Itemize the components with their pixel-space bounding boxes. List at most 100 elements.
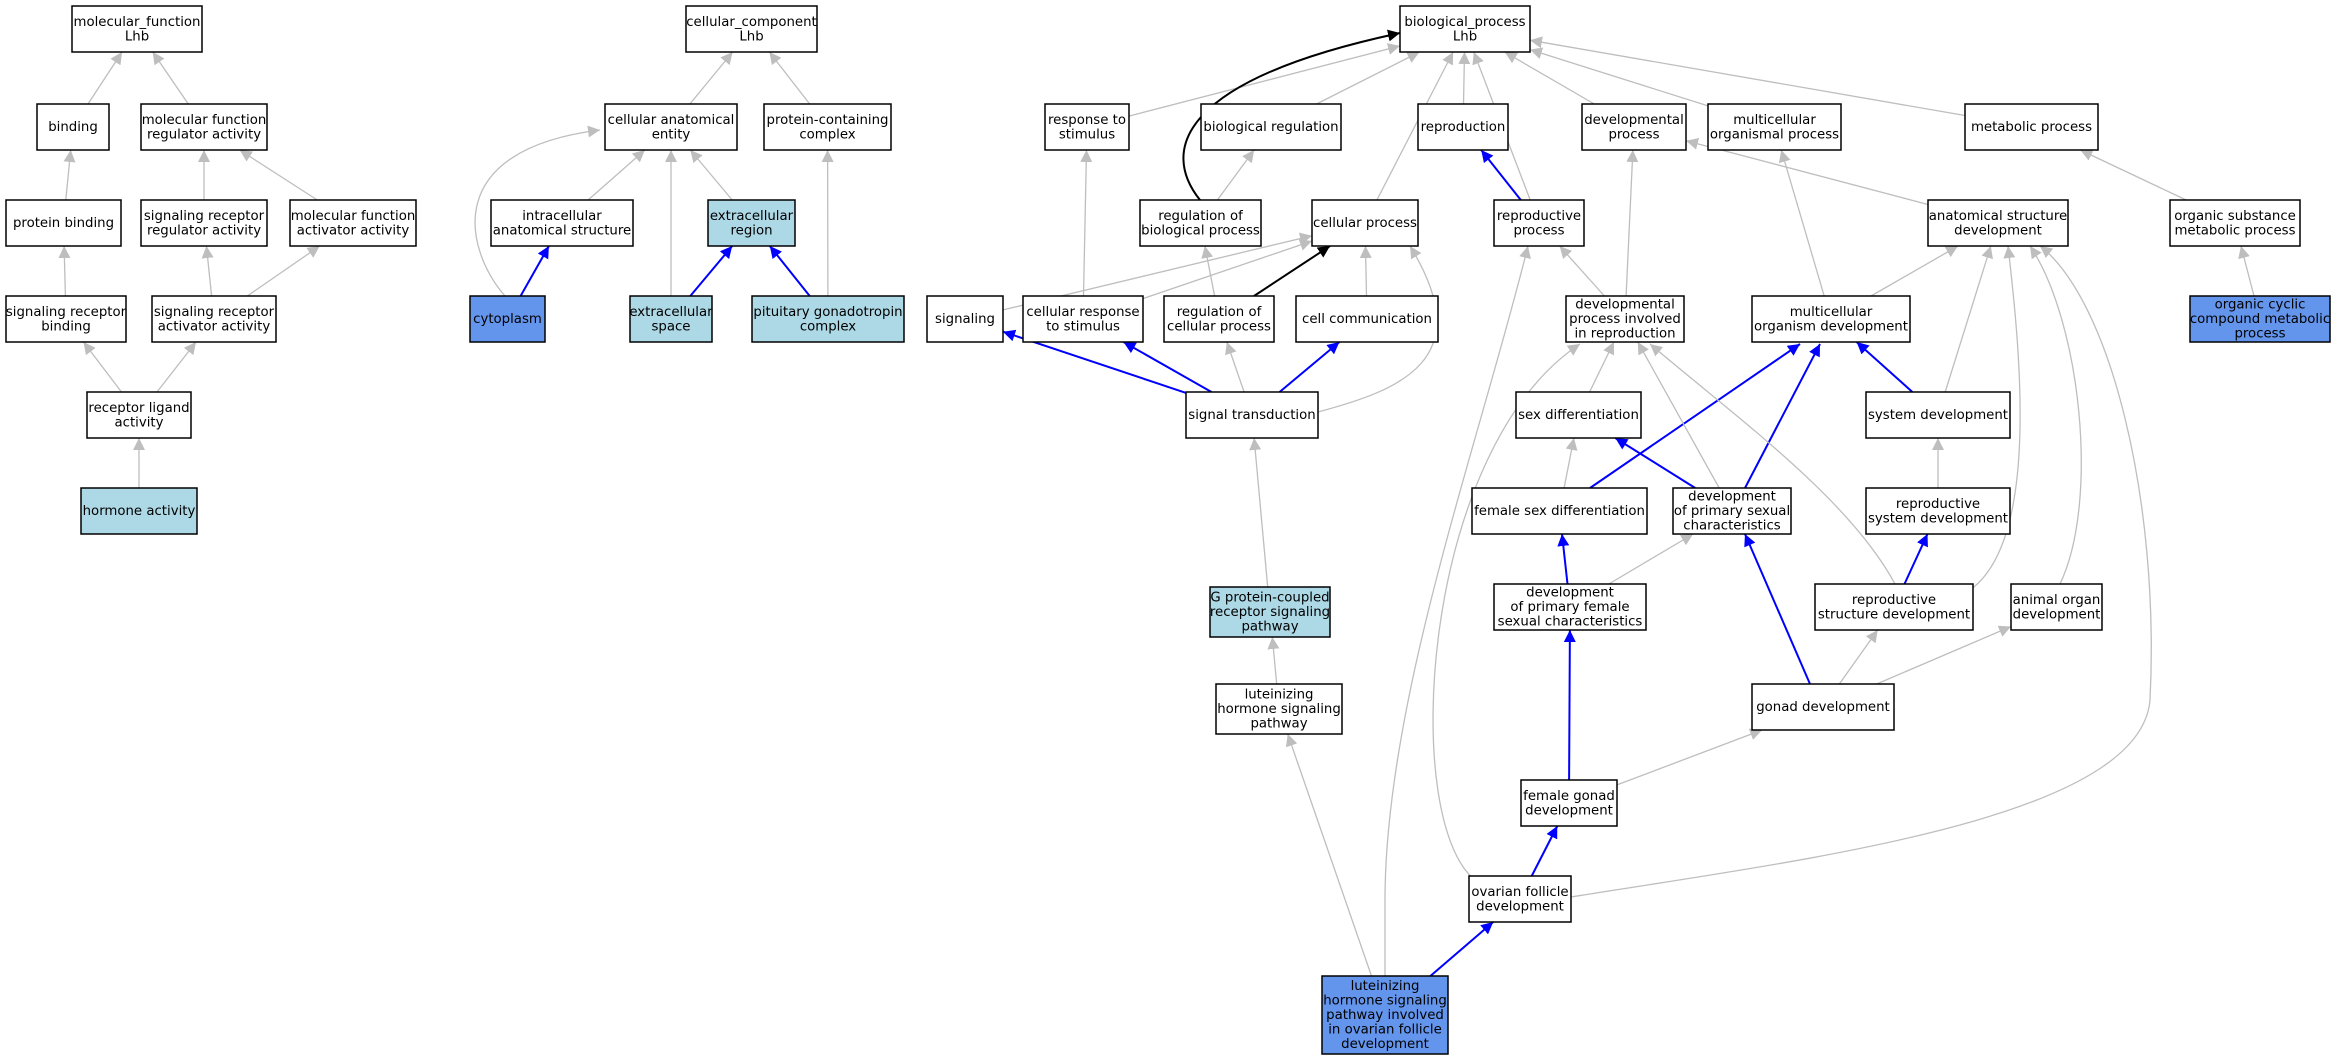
node-label-line: cell communication bbox=[1302, 312, 1432, 327]
edge-dpir-to-reprop bbox=[1559, 245, 1605, 297]
node-box bbox=[1022, 295, 1144, 343]
node-label-line: development bbox=[1526, 586, 1614, 601]
edge-rbp-to-breg bbox=[1216, 149, 1255, 201]
edge-ias-to-cae bbox=[587, 149, 646, 201]
node-box bbox=[1215, 683, 1343, 735]
node-metab: metabolic process bbox=[1964, 103, 2099, 151]
node-label-line: animal organ bbox=[2013, 593, 2101, 608]
edge-dpsc-to-sexdiff bbox=[1614, 437, 1696, 489]
node-box bbox=[1515, 391, 1642, 439]
node-box bbox=[1295, 295, 1439, 343]
node-label-line: pathway bbox=[1250, 717, 1307, 732]
node-hormone: hormone activity bbox=[80, 487, 198, 535]
node-label-line: reproduction bbox=[1421, 120, 1506, 135]
node-label-line: structure development bbox=[1818, 607, 1970, 622]
node-label-line: space bbox=[651, 319, 690, 334]
node-box bbox=[1865, 487, 2011, 535]
node-label-line: cellular process bbox=[1313, 216, 1417, 231]
node-box bbox=[469, 295, 546, 343]
edge-fsd-to-sexdiff bbox=[1563, 437, 1578, 489]
edge-rstd-to-asd bbox=[1969, 245, 2021, 591]
node-label-line: pathway involved bbox=[1326, 1008, 1444, 1023]
node-label-line: regulator activity bbox=[147, 127, 261, 142]
node-label-line: extracellular bbox=[710, 209, 794, 224]
node-box bbox=[2169, 199, 2301, 247]
edge-crs-to-rts bbox=[1080, 149, 1093, 297]
node-label-line: G protein-coupled bbox=[1210, 591, 1329, 606]
node-box bbox=[1581, 103, 1687, 151]
edge-cyto-to-cae bbox=[474, 125, 601, 297]
node-box bbox=[1399, 5, 1531, 53]
node-label-line: activity bbox=[114, 415, 163, 430]
node-label-line: biological_process bbox=[1404, 15, 1525, 30]
node-box bbox=[2010, 583, 2103, 631]
node-box bbox=[1707, 103, 1842, 151]
node-label-line: cellular response bbox=[1026, 305, 1139, 320]
edge-cyto-to-ias bbox=[519, 245, 550, 297]
edge-pgc-to-ecr bbox=[769, 245, 811, 297]
node-breg: biological regulation bbox=[1200, 103, 1342, 151]
node-cellcomm: cell communication bbox=[1295, 295, 1439, 343]
node-label-line: signaling receptor bbox=[6, 305, 127, 320]
node-box bbox=[86, 391, 192, 439]
edge-gonad-to-dpsc bbox=[1744, 533, 1811, 685]
edge-lhspofd-to-ofd bbox=[1429, 921, 1494, 977]
node-box bbox=[685, 5, 818, 53]
node-box bbox=[604, 103, 738, 151]
node-box bbox=[1751, 295, 1911, 343]
node-label-line: pituitary gonadotropin bbox=[753, 305, 902, 320]
node-box bbox=[1520, 779, 1618, 827]
node-box bbox=[1493, 583, 1647, 631]
edge-dpir-to-devp bbox=[1625, 149, 1639, 297]
edge-reprop-to-repro bbox=[1480, 149, 1522, 201]
edge-rla-to-srb bbox=[82, 341, 123, 393]
node-label-line: of primary female bbox=[1510, 600, 1629, 615]
node-label-line: signaling bbox=[935, 312, 995, 327]
node-label-line: gonad development bbox=[1756, 700, 1890, 715]
node-sysdev: system development bbox=[1865, 391, 2011, 439]
node-box bbox=[1185, 391, 1319, 439]
node-label-line: molecular function bbox=[142, 113, 267, 128]
node-label-line: cellular_component bbox=[686, 15, 817, 30]
edge-crs-to-cellp bbox=[1142, 239, 1313, 300]
node-label-line: regulation of bbox=[1158, 209, 1243, 224]
edge-rts-to-bp bbox=[1128, 43, 1401, 117]
node-label-line: reproductive bbox=[1896, 497, 1980, 512]
edge-osmp-to-metab bbox=[2080, 149, 2187, 201]
node-box bbox=[1321, 975, 1449, 1055]
node-label-line: anatomical structure bbox=[493, 223, 631, 238]
node-box bbox=[140, 103, 268, 151]
node-label-line: hormone signaling bbox=[1217, 702, 1341, 717]
edge-sysdev-to-mod bbox=[1855, 341, 1914, 393]
edge-ecr-to-cae bbox=[689, 149, 733, 201]
node-label-line: signaling receptor bbox=[154, 305, 275, 320]
edge-rcp-to-rbp bbox=[1201, 245, 1216, 297]
edge-mod-to-mop bbox=[1778, 149, 1825, 297]
node-label-line: protein-containing bbox=[767, 113, 889, 128]
node-label-line: metabolic process bbox=[1971, 120, 2092, 135]
node-box bbox=[707, 199, 796, 247]
node-label-line: regulation of bbox=[1177, 305, 1262, 320]
edge-dpfsc-to-dpsc bbox=[1608, 533, 1694, 585]
node-label-line: binding bbox=[48, 120, 98, 135]
edge-occmp-to-osmp bbox=[2238, 245, 2255, 297]
node-label-line: organic substance bbox=[2174, 209, 2296, 224]
node-box bbox=[1814, 583, 1974, 631]
